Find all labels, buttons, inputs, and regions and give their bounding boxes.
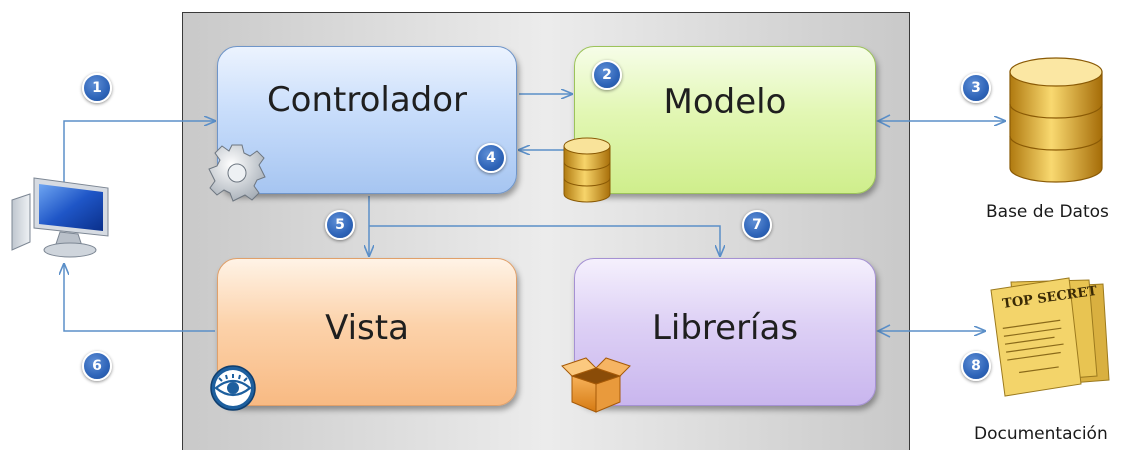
step-badge-1: 1: [82, 73, 112, 103]
arrow-view-to-computer: [64, 264, 215, 332]
database-icon: [563, 137, 611, 203]
model-label: Modelo: [663, 82, 787, 122]
database-icon: [1009, 57, 1103, 183]
arrow-controller-to-libraries: [369, 225, 720, 256]
step-badge-4: 4: [476, 143, 506, 173]
database-label: Base de Datos: [986, 202, 1109, 222]
step-badge-8: 8: [961, 351, 991, 381]
step-badge-2: 2: [592, 60, 622, 90]
controller-box: Controlador: [217, 46, 517, 194]
model-box: Modelo: [574, 46, 876, 194]
computer-icon: [11, 177, 109, 258]
gear-icon: [208, 144, 266, 202]
documents-icon: TOP SECRET: [990, 277, 1110, 397]
view-box: Vista: [217, 258, 517, 406]
step-badge-5: 5: [325, 210, 355, 240]
open-box-icon: [561, 357, 631, 413]
documentation-label: Documentación: [974, 424, 1108, 444]
controller-label: Controlador: [266, 80, 468, 120]
step-badge-3: 3: [961, 73, 991, 103]
libraries-box: Librerías: [574, 258, 876, 406]
libraries-label: Librerías: [651, 308, 799, 348]
step-badge-6: 6: [82, 351, 112, 381]
view-label: Vista: [325, 308, 409, 348]
step-badge-7: 7: [742, 210, 772, 240]
arrow-computer-to-controller: [63, 121, 215, 186]
eye-icon: [210, 365, 256, 411]
